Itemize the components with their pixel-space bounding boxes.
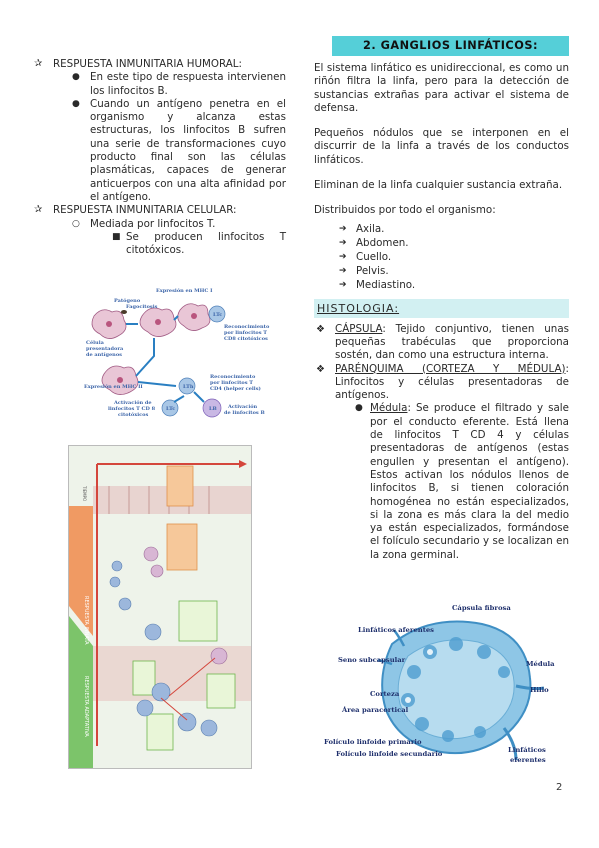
label-celula: Célula [86,339,105,346]
star-bullet-icon: ✰ [34,204,43,216]
capsula-item: ❖ CÁPSULA: Tejido conjuntivo, tienen una… [316,322,569,362]
left-column: ✰ RESPUESTA INMUNITARIA HUMORAL: ● En es… [34,58,286,257]
label-innate: RESPUESTA INNATA [83,596,89,645]
innate-adaptive-figure: RESPUESTA INNATA RESPUESTA ADAPTATIVA TI… [68,445,252,769]
label-recon-h2: por linfocitos T [210,380,253,386]
label-lb: LB [209,406,217,412]
humoral-item-1: ● En este tipo de respuesta intervienen … [72,71,286,97]
immune-response-figure: Expresión en MHC I Patógeno Fagocitosis … [84,286,274,434]
celular-item: ○ Mediada por linfocitos T. [72,217,216,230]
right-column: 2. GANGLIOS LINFÁTICOS: El sistema linfá… [314,36,569,562]
arrow-bullet-icon: ➔ [339,279,347,290]
location-list: ➔Axila. ➔Abdomen. ➔Cuello. ➔Pelvis. ➔Med… [314,223,569,293]
diamond-bullet-icon: ❖ [316,323,325,335]
label-act-b1: Activación [227,403,258,410]
label-act-t3: citotóxicos [118,411,148,418]
location-item: ➔Axila. [339,222,385,235]
circle-bullet-icon: ○ [72,218,80,229]
location-item: ➔Abdomen. [339,236,409,249]
humoral-heading: ✰ RESPUESTA INMUNITARIA HUMORAL: [34,58,242,70]
label-presentadora: presentadora [86,346,124,352]
label-recon-t3: CD8 citotóxicos [224,335,268,342]
location-item: ➔Pelvis. [339,264,389,277]
label-corteza: Corteza [370,690,400,698]
star-bullet-icon: ✰ [34,58,43,69]
label-recon-h1: Reconocimiento [210,374,256,380]
label-antigenos: de antígenos [86,351,122,358]
label-act-t1: Activación de [113,399,152,406]
label-fagocitosis: Fagocitosis [126,304,158,310]
lymph-node-figure: Cápsula fibrosa Linfáticos aferentes Méd… [320,600,560,768]
page-number: 2 [556,782,563,793]
celular-subitem: ■ Se producen linfocitos T citotóxicos. [112,230,286,257]
label-hilio: Hilio [530,686,549,694]
label-patogeno: Patógeno [114,297,141,304]
arrow-bullet-icon: ➔ [339,251,347,262]
circle-bullet-icon: ● [355,403,363,414]
arrow-bullet-icon: ➔ [339,265,347,276]
label-eferentes-1: Linfáticos [508,746,546,754]
label-mhc1: Expresión en MHC I [156,287,213,294]
section-title: 2. GANGLIOS LINFÁTICOS: [332,36,569,56]
label-recon-h3: CD4 (helper cells) [210,385,261,392]
label-adaptive: RESPUESTA ADAPTATIVA [83,676,89,737]
label-recon-t2: por linfocitos T [224,330,267,336]
label-th: LTh [183,384,194,390]
label-act-b2: de linfocitos B [224,410,265,416]
diamond-bullet-icon: ❖ [316,363,325,375]
medula-item: ● Médula: Se produce el filtrado y sale … [355,402,569,561]
paragraph-4: Distribuidos por todo el organismo: [314,204,496,217]
arrow-bullet-icon: ➔ [339,237,347,248]
label-tc: LTc [213,312,222,318]
label-subcapsular: Seno subcapsular [338,656,406,664]
circle-bullet-icon: ● [72,72,80,83]
label-capsula: Cápsula fibrosa [452,604,511,612]
label-mhc2: Expresión en MHC II [84,383,143,390]
humoral-item-2: ● Cuando un antígeno penetra en el organ… [72,97,286,203]
parenquima-item: ❖ PARÉNQUIMA (CORTEZA Y MÉDULA): Linfoci… [316,362,569,402]
paragraph-1: El sistema linfático es unidireccional, … [314,62,569,114]
label-aferentes: Linfáticos aferentes [358,626,434,634]
label-time: TIEMPO [82,485,87,501]
label-medula: Médula [526,660,555,668]
label-ltc: LTc [166,406,175,412]
label-secundario: Folículo linfoide secundario [336,750,443,758]
label-recon-t1: Reconocimiento [224,324,270,330]
paragraph-2: Pequeños nódulos que se interponen en el… [314,127,569,166]
circle-bullet-icon: ● [72,98,80,109]
celular-heading: ✰ RESPUESTA INMUNITARIA CELULAR: [34,204,237,217]
label-eferentes-2: eferentes [510,756,546,764]
label-primario: Folículo linfoide primario [324,738,422,746]
label-act-t2: linfocitos T CD 8 [108,406,156,412]
arrow-bullet-icon: ➔ [339,223,347,234]
histologia-heading: HISTOLOGIA: [314,298,569,318]
label-paracortical: Área paracortical [341,705,409,714]
location-item: ➔Mediastino. [339,278,416,291]
paragraph-3: Eliminan de la linfa cualquier sustancia… [314,179,563,192]
location-item: ➔Cuello. [339,250,392,263]
square-bullet-icon: ■ [112,231,121,242]
